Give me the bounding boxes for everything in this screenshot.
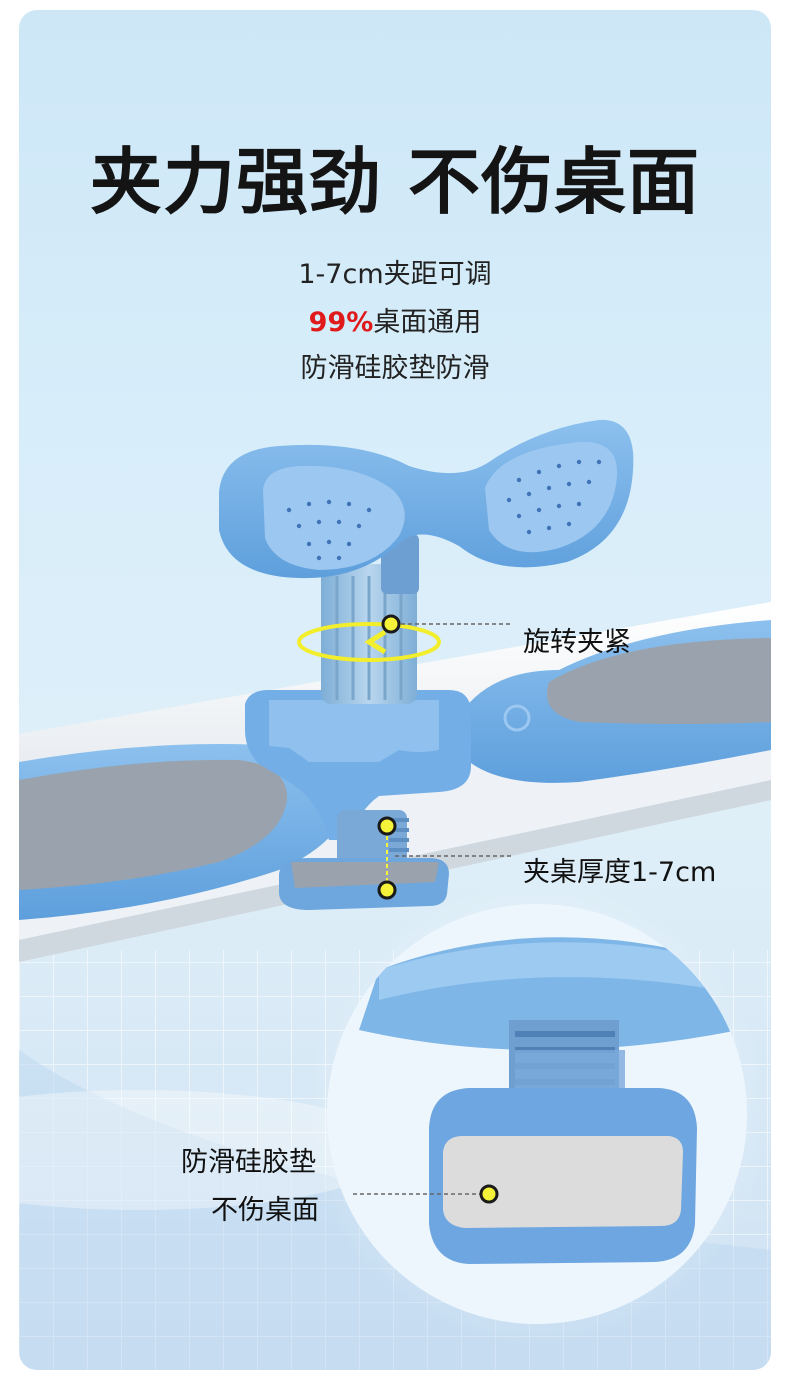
callout-thickness: 夹桌厚度1-7cm (523, 857, 717, 888)
subtitle-compatibility: 99%桌面通用 (19, 306, 771, 340)
page-title: 夹力强劲 不伤桌面 (89, 140, 701, 224)
product-poster: 夹力强劲 不伤桌面 1-7cm夹距可调 99%桌面通用 防滑硅胶垫防滑 旋转夹紧… (19, 10, 771, 1370)
callout-rotate: 旋转夹紧 (523, 627, 631, 658)
highlight-percent: 99% (308, 307, 374, 338)
rotation-arrow-icon (297, 622, 441, 662)
background-art (19, 419, 771, 1370)
subtitle-antislip: 防滑硅胶垫防滑 (300, 353, 490, 384)
callout-pad-line1: 防滑硅胶垫 (181, 1147, 316, 1178)
subtitle-compatibility-text: 桌面通用 (373, 307, 482, 338)
callout-markers (377, 614, 513, 900)
callout-pad-line2: 不伤桌面 (211, 1195, 319, 1226)
subtitle-clamp-range: 1-7cm夹距可调 (298, 259, 492, 290)
